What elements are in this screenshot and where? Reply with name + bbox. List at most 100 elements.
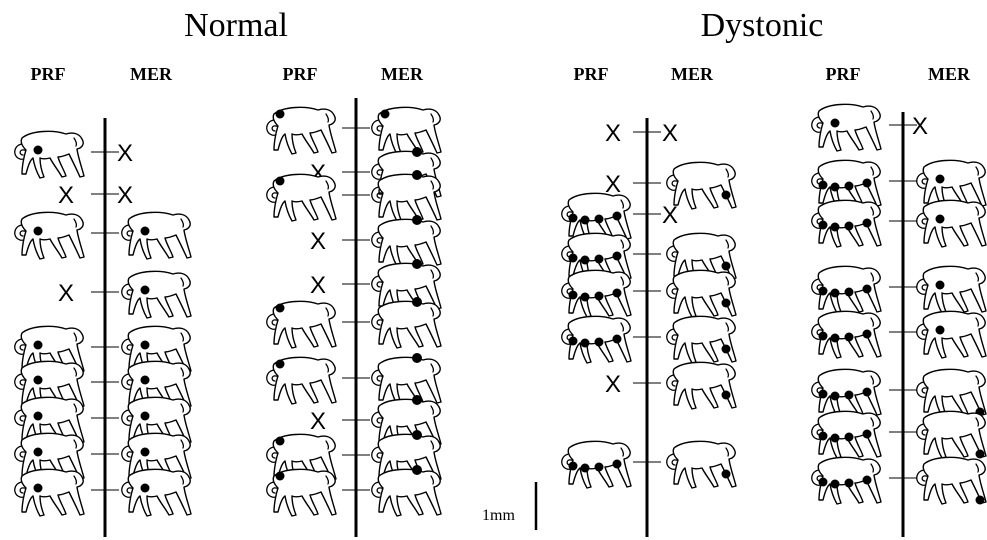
panel4-site8-prf-monkey-response-mark: [845, 479, 854, 488]
panel2-site8-mer-monkey-response-mark: [412, 395, 422, 405]
panel1-site4-prf-absent-x: X: [58, 280, 74, 307]
panel4-site8-mer-monkey-response-mark: [976, 496, 985, 505]
panel4-site3-prf-monkey-response-mark: [863, 219, 872, 228]
panel4-site7-mer-monkey-response-mark: [976, 450, 985, 459]
panel4-site6-prf-monkey-response-mark: [863, 388, 872, 397]
panel4-site1-prf-monkey: [812, 104, 881, 151]
panel4-site7-prf-monkey-response-mark: [819, 432, 828, 441]
panel3-site2-mer-monkey-response-mark: [722, 191, 731, 200]
panel1-site4-mer-monkey: [122, 271, 191, 318]
panel1-site8-mer-monkey-response-mark: [141, 448, 150, 457]
panel1-site3-mer-monkey-response-mark: [141, 227, 150, 236]
panel4-site3-prf-monkey: [812, 200, 881, 247]
panel4-site7-prf-monkey: [812, 411, 881, 458]
panel4-site4-mer-monkey-response-mark: [936, 281, 945, 290]
panel3-site8-prf-monkey-response-mark: [569, 462, 578, 471]
panel1-site6-prf-monkey-response-mark: [34, 376, 43, 385]
panel3-site6-mer-monkey: [667, 316, 736, 363]
panel2-site5-prf-absent-x: X: [310, 272, 326, 299]
panel3-site5-prf-monkey-response-mark: [613, 289, 622, 298]
panel2-site7-prf-monkey-response-mark: [276, 360, 285, 369]
panel3-site5-prf-monkey-response-mark: [595, 292, 604, 301]
panel4-site7-prf-monkey-response-mark: [831, 434, 840, 443]
panel4-site1-mer-absent-x: X: [912, 113, 928, 140]
panel1-site7-mer-monkey-response-mark: [141, 412, 150, 421]
panel2-site7-mer-monkey: [372, 353, 441, 404]
panel2-site8-prf-absent-x: X: [310, 408, 326, 435]
panel4-site6-prf-monkey-response-mark: [819, 390, 828, 399]
panel1-site5-prf-monkey-response-mark: [34, 341, 43, 350]
panel1-site9-prf-monkey: [15, 469, 84, 516]
panel4-prf-header: PRF: [826, 64, 861, 84]
panel1-mer-header: MER: [130, 64, 173, 84]
panel1-site1-prf-monkey-response-mark: [34, 146, 43, 155]
panel4-site4-mer-monkey: [917, 266, 986, 313]
panel2-site7-prf-monkey: [267, 357, 336, 404]
panel2-site7-mer-monkey-response-mark: [412, 353, 422, 363]
panel3-site8-prf-monkey-response-mark: [595, 463, 604, 472]
panel4-site4-prf-monkey-response-mark: [863, 285, 872, 294]
panel3-site3-mer-absent-x: X: [662, 202, 678, 229]
panel2-site1-mer-monkey-response-mark: [381, 110, 390, 119]
panel4-site8-mer-monkey: [917, 457, 986, 504]
panel3-site3-prf-monkey-response-mark: [595, 215, 604, 224]
panel1-site6-mer-monkey-response-mark: [141, 376, 150, 385]
panel4-site5-mer-monkey-response-mark: [936, 326, 945, 335]
panel2-site2-mer-monkey-response-mark: [412, 147, 422, 157]
panel3-site1-prf-absent-x: X: [605, 120, 621, 147]
panel4-site5-prf-monkey-response-mark: [863, 330, 872, 339]
panel3-site6-mer-monkey-response-mark: [722, 345, 731, 354]
panel4-site6-prf-monkey-response-mark: [831, 392, 840, 401]
panel1-site9-mer-monkey: [122, 469, 191, 516]
panel3-mer-header: MER: [671, 64, 714, 84]
panel2-site3-prf-monkey-response-mark: [276, 177, 285, 186]
panel1-site1-prf-monkey: [15, 131, 84, 178]
panel4-site3-prf-monkey-response-mark: [819, 221, 828, 230]
panel4-site8-prf-monkey-response-mark: [863, 476, 872, 485]
panel4-site7-prf-monkey-response-mark: [845, 433, 854, 442]
panel2-site4-prf-absent-x: X: [310, 228, 326, 255]
panel2-prf-header: PRF: [283, 64, 318, 84]
panel2-site4-mer-monkey: [372, 215, 441, 266]
panel4-site7-mer-monkey: [917, 411, 986, 458]
panel1-site2-prf-absent-x: X: [58, 182, 74, 209]
panel4-site3-mer-monkey: [917, 200, 986, 247]
panel3-site4-mer-monkey-response-mark: [722, 262, 731, 271]
panel3-site4-prf-monkey-response-mark: [581, 256, 590, 265]
panel4-site6-prf-monkey: [812, 369, 881, 416]
panel4-site3-prf-monkey-response-mark: [831, 223, 840, 232]
panel1-site9-mer-monkey-response-mark: [141, 484, 150, 493]
panel3-site3-prf-monkey-response-mark: [581, 216, 590, 225]
panel3-site5-prf-monkey-response-mark: [581, 293, 590, 302]
panel1-site1-mer-absent-x: X: [117, 140, 133, 167]
panel3-site7-mer-monkey-response-mark: [722, 391, 731, 400]
panel4-site1-prf-monkey-response-mark: [831, 119, 840, 128]
panel2-site1-mer-monkey: [372, 107, 441, 154]
panel3-site4-prf-monkey-response-mark: [613, 252, 622, 261]
panel4-site4-prf-monkey-response-mark: [831, 289, 840, 298]
panel2-site6-mer-monkey-response-mark: [412, 297, 422, 307]
panel2-site1-prf-monkey-response-mark: [276, 110, 285, 119]
panel4-site5-prf-monkey-response-mark: [831, 334, 840, 343]
panel2-site9-prf-monkey-response-mark: [276, 437, 285, 446]
panel1-site5-mer-monkey-response-mark: [141, 341, 150, 350]
panel4-site3-mer-monkey-response-mark: [936, 215, 945, 224]
panel1-site8-prf-monkey-response-mark: [34, 448, 43, 457]
panel4-site5-prf-monkey-response-mark: [819, 332, 828, 341]
panel2-site9-mer-monkey-response-mark: [412, 430, 422, 440]
panel3-site5-mer-monkey-response-mark: [722, 299, 731, 308]
panel2-site10-prf-monkey: [267, 469, 336, 516]
panel4-site6-prf-monkey-response-mark: [845, 391, 854, 400]
panel4-site2-mer-monkey-response-mark: [936, 175, 945, 184]
panel4-site8-prf-monkey-response-mark: [831, 480, 840, 489]
panel4-site5-prf-monkey-response-mark: [845, 333, 854, 342]
panel3-site6-prf-monkey-response-mark: [569, 337, 578, 346]
panel1-site3-mer-monkey: [122, 212, 191, 259]
dystonic-group-title: Dystonic: [701, 7, 824, 44]
panel3-prf-header: PRF: [574, 64, 609, 84]
panel3-site5-prf-monkey-response-mark: [569, 291, 578, 300]
panel1-site4-mer-monkey-response-mark: [141, 286, 150, 295]
panel4-site4-prf-monkey-response-mark: [819, 287, 828, 296]
panel1-site7-prf-monkey-response-mark: [34, 412, 43, 421]
